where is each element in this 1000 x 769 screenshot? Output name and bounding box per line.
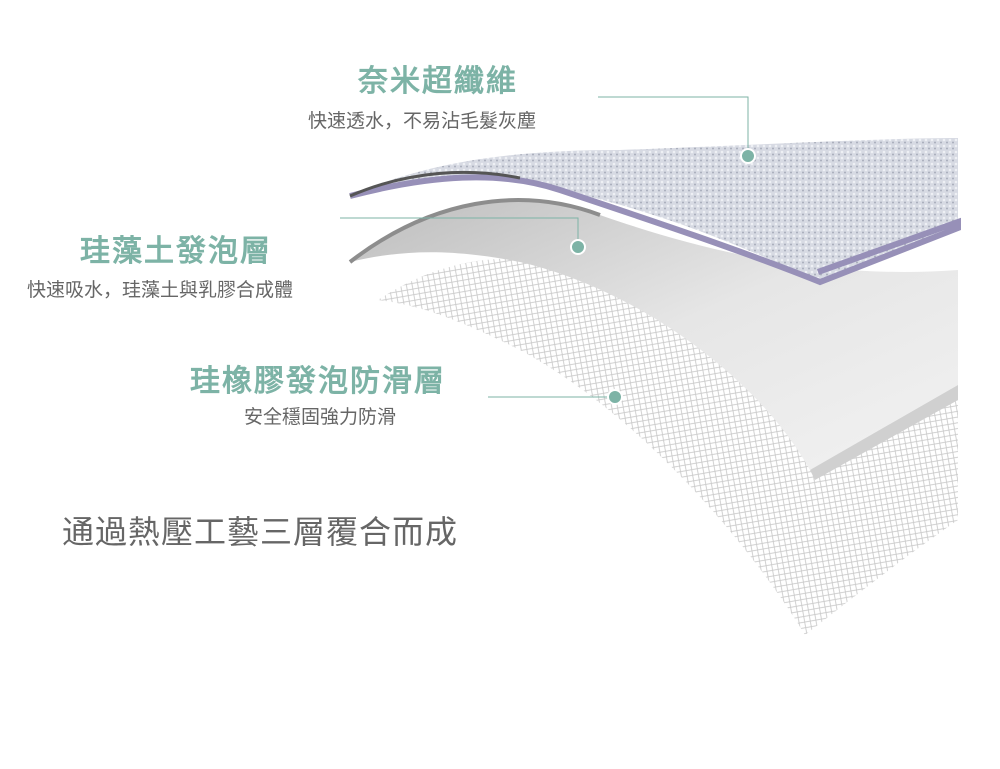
layer-2-title: 珪藻土發泡層 bbox=[80, 234, 272, 269]
layer-3-title: 珪橡膠發泡防滑層 bbox=[190, 364, 446, 399]
summary-text: 通過熱壓工藝三層覆合而成 bbox=[62, 513, 459, 551]
layer-1-title: 奈米超纖維 bbox=[358, 64, 518, 99]
marker-dot-3 bbox=[607, 389, 623, 405]
leader-line-1 bbox=[598, 96, 749, 155]
leader-line-2 bbox=[340, 217, 579, 246]
layer-3-description: 安全穩固強力防滑 bbox=[244, 406, 397, 428]
marker-dot-1 bbox=[740, 148, 756, 164]
mesh-layer bbox=[378, 258, 958, 635]
marker-dot-2 bbox=[570, 239, 586, 255]
layer-2-description: 快速吸水，珪藻土與乳膠合成體 bbox=[27, 279, 294, 301]
layer-1-description: 快速透水，不易沾毛髮灰塵 bbox=[308, 110, 537, 132]
